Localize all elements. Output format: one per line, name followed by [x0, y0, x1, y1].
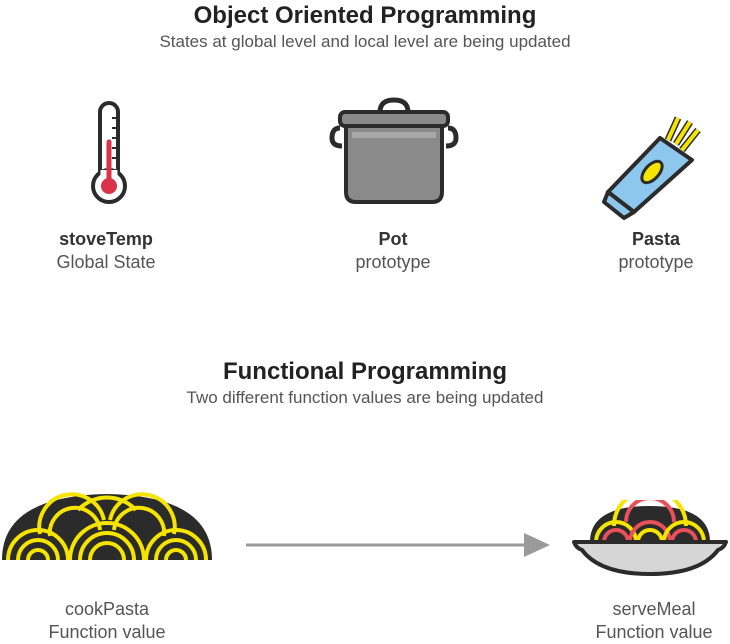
- stove-temp-label: stoveTemp Global State: [40, 228, 172, 274]
- oop-subtitle: States at global level and local level a…: [159, 32, 571, 51]
- pasta-label: Pasta prototype: [596, 228, 716, 274]
- serve-meal-label: serveMeal Function value: [570, 598, 730, 644]
- cook-pasta-name: cookPasta: [64, 599, 150, 619]
- pasta-name: Pasta: [631, 229, 681, 249]
- serve-meal-name: serveMeal: [612, 599, 696, 619]
- fp-title: Functional Programming: [222, 358, 507, 385]
- pot-icon: [329, 97, 459, 204]
- pasta-plate-icon: [572, 500, 728, 576]
- arrow-right-icon: [246, 533, 550, 557]
- fp-subtitle: Two different function values are being …: [186, 388, 544, 407]
- oop-title: Object Oriented Programming: [193, 2, 537, 29]
- pasta-box-icon: [602, 116, 701, 220]
- pot-label: Pot prototype: [330, 228, 456, 274]
- pasta-role: prototype: [618, 252, 694, 272]
- serve-meal-role: Function value: [595, 622, 713, 642]
- stove-temp-role: Global State: [56, 252, 156, 272]
- pot-name: Pot: [378, 229, 408, 249]
- stove-temp-name: stoveTemp: [59, 229, 153, 249]
- thermometer-icon: [91, 101, 127, 204]
- cook-pasta-role: Function value: [48, 622, 166, 642]
- cook-pasta-label: cookPasta Function value: [22, 598, 192, 644]
- noodles-icon: [2, 492, 212, 560]
- pot-role: prototype: [355, 252, 431, 272]
